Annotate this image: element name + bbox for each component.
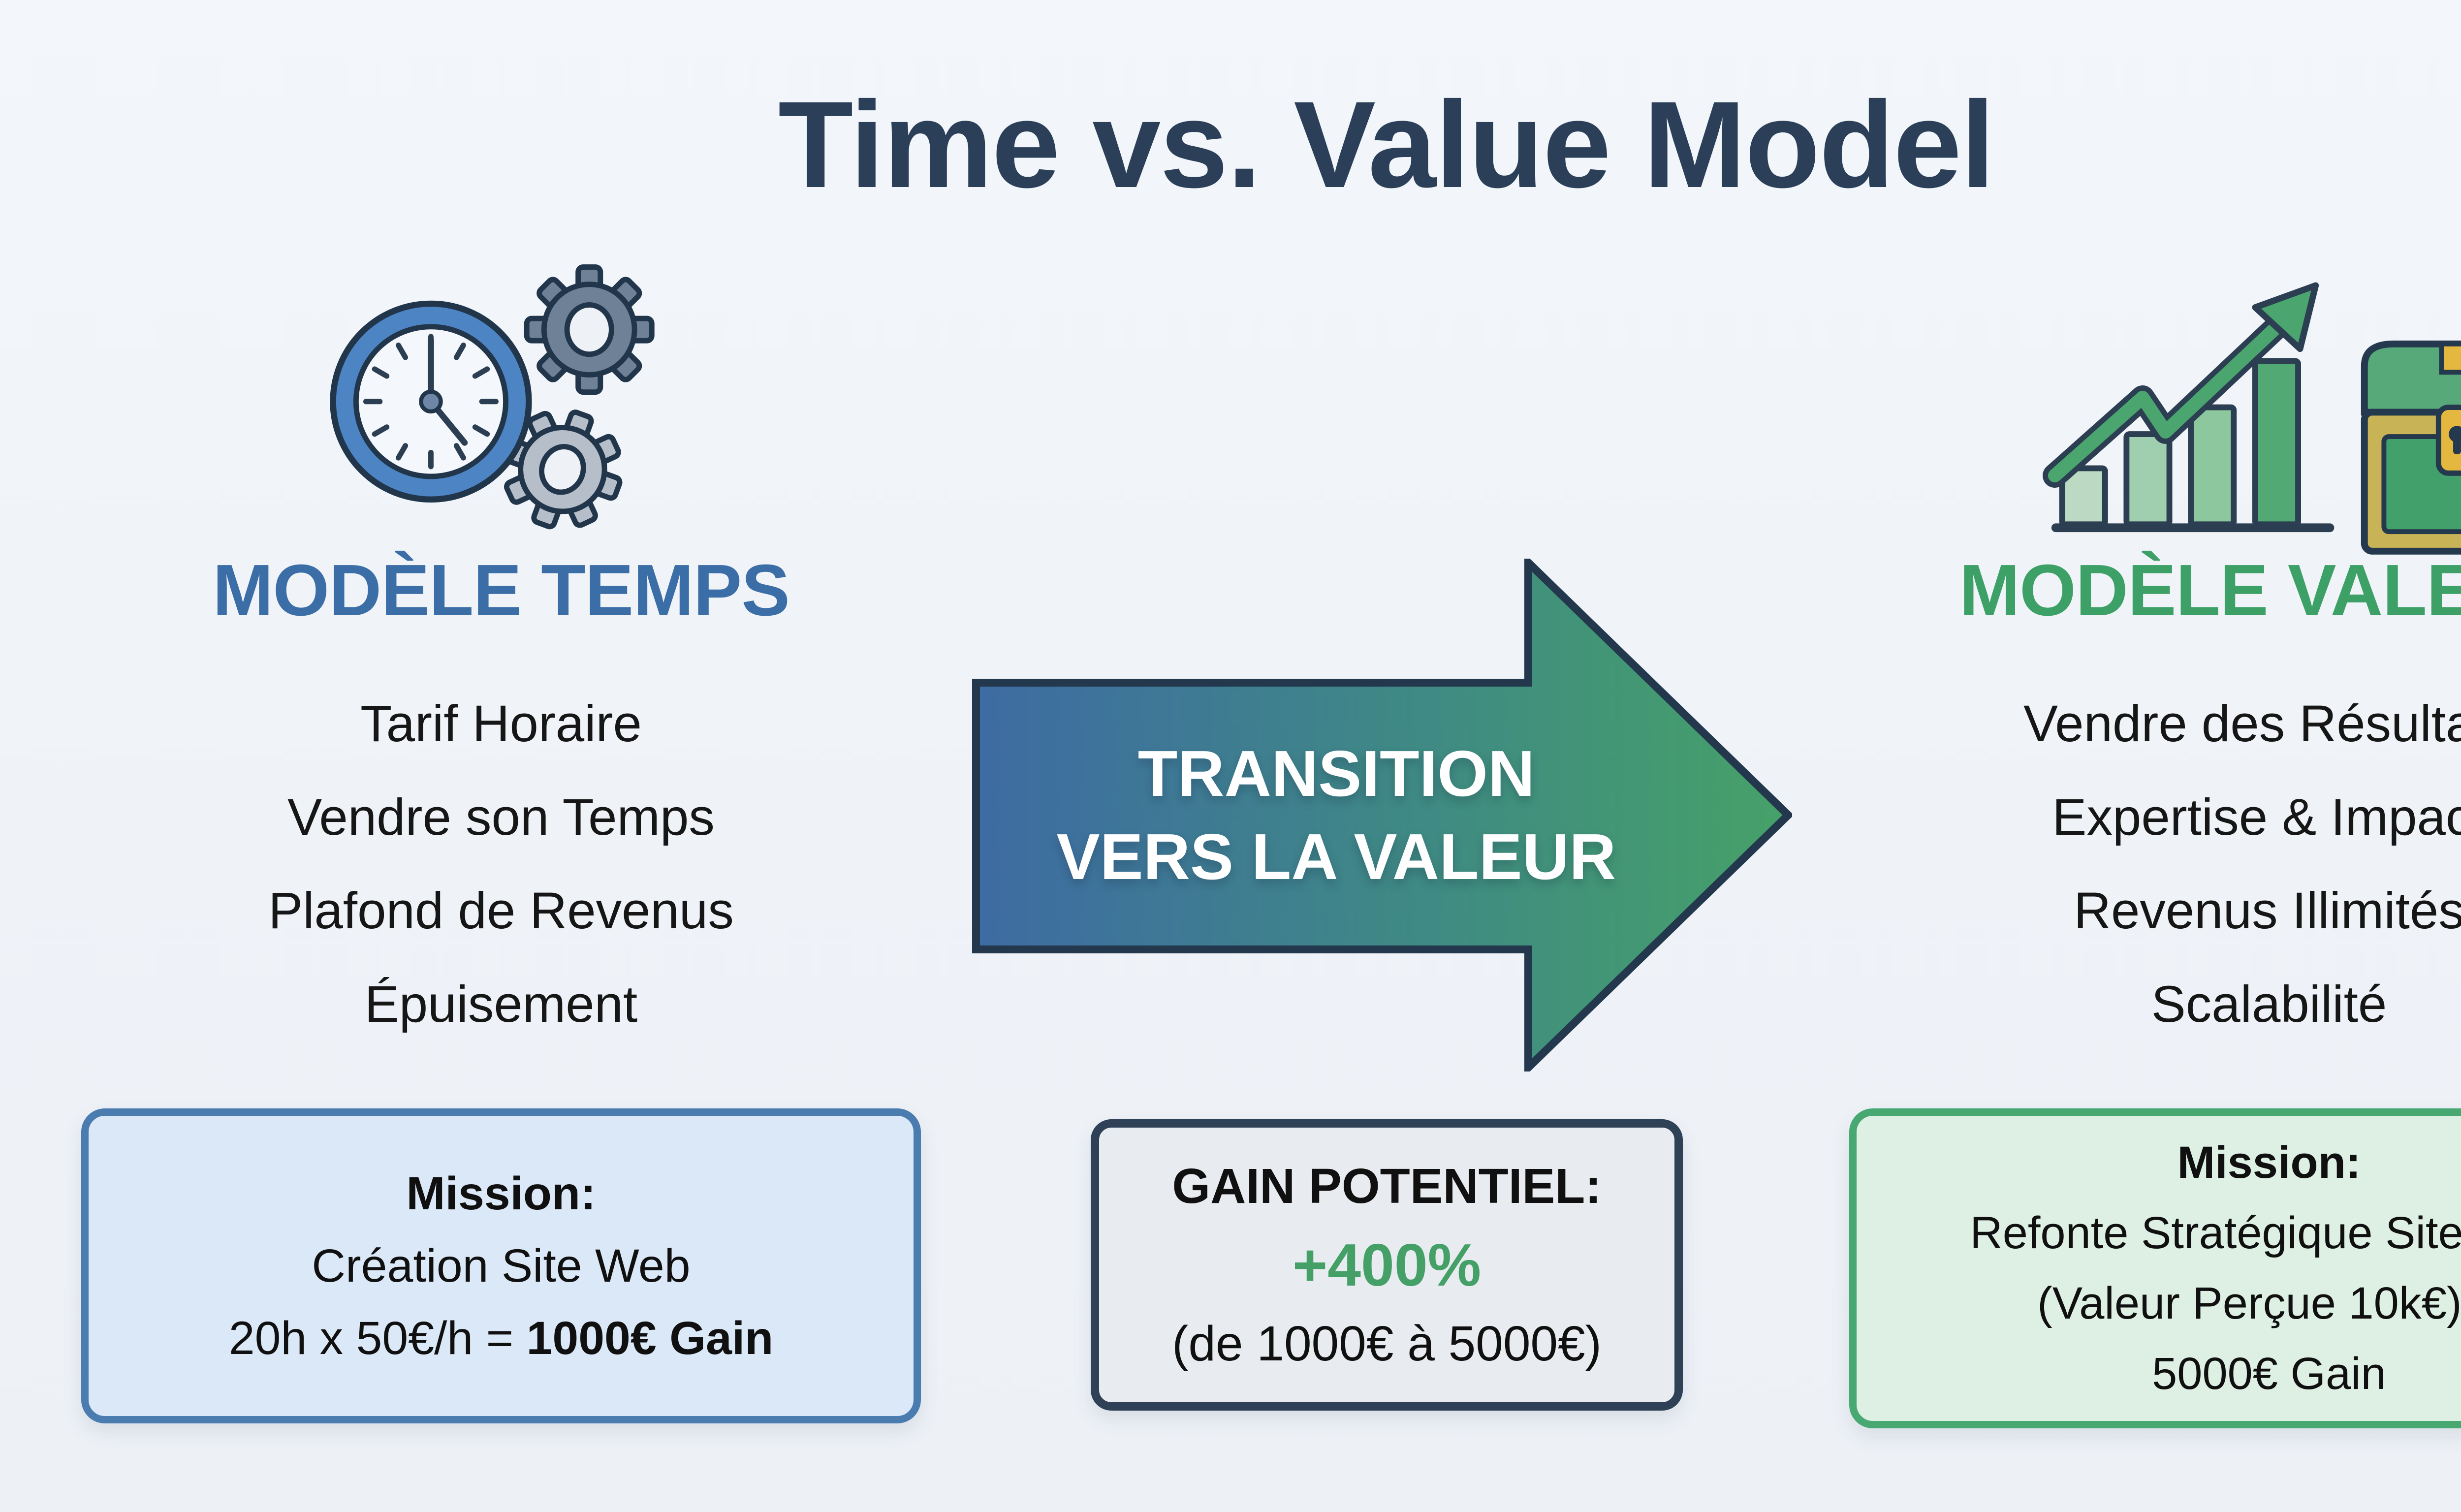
clock-and-gears-icon [325,253,664,541]
gear-icon [503,410,623,530]
chest-hinge [2439,341,2461,375]
time-model-column: MODÈLE TEMPS Tarif Horaire Vendre son Te… [81,549,921,1038]
growth-chart-treasure-svg [2043,282,2461,555]
list-item: Vendre des Résultats [2023,695,2461,753]
page-title: Time vs. Value Model [778,76,1995,213]
list-item: Épuisement [364,976,638,1033]
treasure-chest-icon [2361,340,2461,555]
time-mission-calc: 20h x 50€/h = [228,1312,527,1364]
gain-range: (de 1000€ à 5000€) [1172,1316,1602,1371]
list-item: Tarif Horaire [360,695,642,753]
arrow-text-line2: VERS LA VALEUR [1056,820,1616,893]
clock-icon [330,300,532,503]
chest-lock [2435,405,2461,476]
time-model-heading: MODÈLE TEMPS [212,550,790,631]
time-mission-line1: Création Site Web [312,1239,691,1292]
transition-arrow-label: TRANSITION VERS LA VALEUR [972,559,1701,1071]
value-mission-line2: (Valeur Perçue 10k€) = [2037,1278,2461,1328]
time-mission-title: Mission: [406,1167,596,1220]
gain-percentage: +400% [1292,1231,1482,1298]
value-mission-line1: Refonte Stratégique Site Web [1970,1208,2461,1258]
value-model-column: MODÈLE VALEUR Vendre des Résultats Exper… [1849,549,2461,1038]
list-item: Revenus Illimités [2074,882,2461,940]
time-mission-gain: 1000€ Gain [526,1312,774,1364]
time-model-list: Tarif Horaire Vendre son Temps Plafond d… [268,691,734,1038]
trend-arrow-icon [2043,282,2319,488]
arrow-text-line1: TRANSITION [1137,737,1535,810]
list-item: Vendre son Temps [287,788,715,846]
value-mission-title: Mission: [2177,1137,2361,1188]
gear-icon [524,264,655,395]
clock-and-gears-svg [330,264,655,530]
value-model-heading: MODÈLE VALEUR [1959,550,2461,631]
value-mission-gain: 5000€ Gain [2152,1349,2386,1399]
list-item: Expertise & Impact [2052,788,2461,846]
chest-lid [2361,340,2461,416]
list-item: Scalabilité [2151,976,2387,1033]
growth-chart-and-treasure-chest-icon [2043,266,2461,559]
list-item: Plafond de Revenus [268,882,734,940]
value-model-list: Vendre des Résultats Expertise & Impact … [2023,691,2461,1038]
time-mission-box: Mission: Création Site Web 20h x 50€/h =… [81,1108,921,1423]
gain-title: GAIN POTENTIEL: [1172,1159,1602,1214]
transition-arrow-svg [972,559,1792,1071]
value-mission-box: Mission: Refonte Stratégique Site Web (V… [1849,1108,2461,1428]
gain-potential-box: GAIN POTENTIEL: +400% (de 1000€ à 5000€) [1091,1119,1683,1411]
chart-baseline [2051,523,2335,533]
transition-arrow: TRANSITION VERS LA VALEUR [972,559,1792,1071]
time-mission-line2: 20h x 50€/h = 1000€ Gain [229,1302,774,1375]
